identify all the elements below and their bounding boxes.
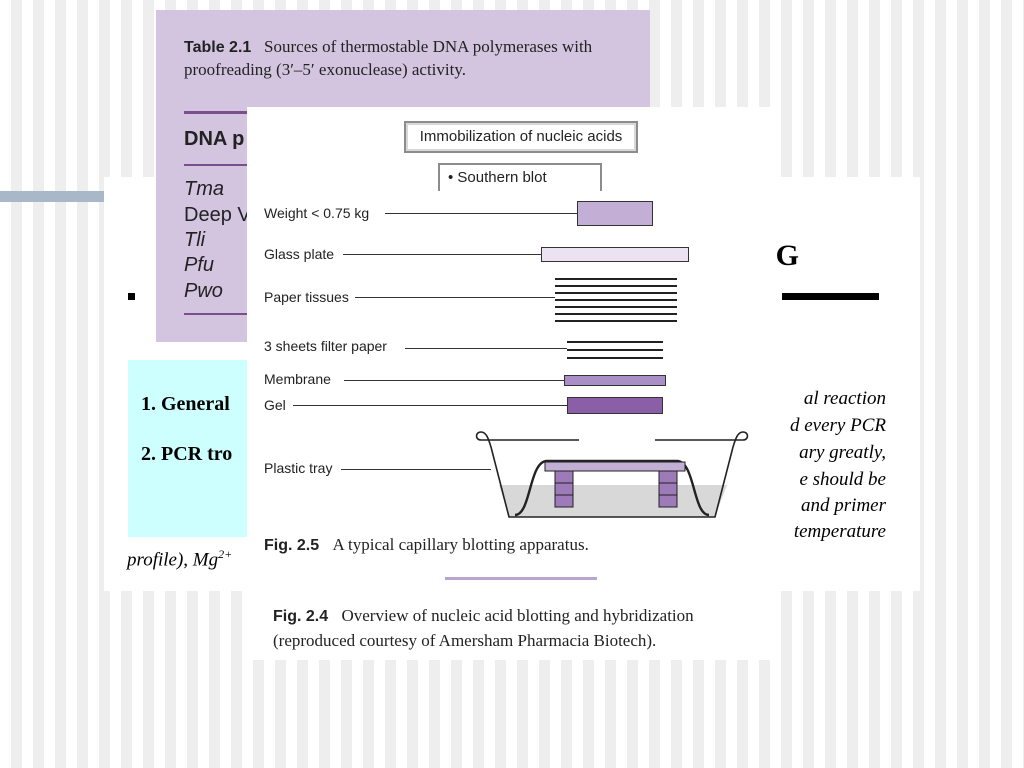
support-platform: [544, 461, 686, 472]
paper-tissue-sheet: [555, 306, 677, 308]
flow-box-southern-blot: • Southern blot: [438, 163, 602, 191]
label-paper-tissues: Paper tissues: [264, 289, 349, 305]
support-leg-right: [658, 470, 678, 508]
paper-tissue-sheet: [555, 285, 677, 287]
figure-2-4-caption-text: Overview of nucleic acid blotting and hy…: [273, 606, 694, 650]
table-caption-text: Sources of thermostable DNA polymerases …: [184, 37, 593, 79]
topic-list-box: 1. General 2. PCR tro: [128, 360, 258, 537]
paper-tissue-sheet: [555, 313, 677, 315]
leader-line: [343, 254, 541, 255]
gel-layer: [567, 397, 663, 414]
table-row: Pwo: [184, 280, 223, 302]
table-row: Pfu: [184, 254, 215, 276]
body-text-line: temperature: [793, 521, 886, 542]
topic-item-general: 1. General: [141, 393, 230, 415]
leader-line: [385, 213, 577, 214]
filter-paper-sheet: [567, 357, 663, 359]
label-gel: Gel: [264, 397, 286, 413]
label-filter-paper: 3 sheets filter paper: [264, 338, 387, 354]
body-text-bottom: profile), Mg2+: [127, 547, 232, 571]
paper-tissue-sheet: [555, 299, 677, 301]
table-row: Tma: [184, 178, 224, 200]
label-plastic-tray: Plastic tray: [264, 460, 333, 476]
heading-underline: [782, 293, 879, 300]
label-weight: Weight < 0.75 kg: [264, 205, 370, 221]
leader-line: [344, 380, 564, 381]
support-leg-left: [554, 470, 574, 508]
table-row: Deep V: [184, 204, 251, 226]
weight-block: [577, 201, 653, 226]
body-text-line: d every PCR: [789, 415, 886, 436]
body-text-line: al reaction: [803, 388, 886, 409]
body-text-line: e should be: [799, 469, 886, 490]
wick-paper: [514, 459, 710, 517]
figure-2-4-caption: Fig. 2.4 Overview of nucleic acid blotti…: [273, 604, 773, 654]
body-text-line: and primer: [801, 495, 886, 516]
leader-line: [293, 405, 567, 406]
body-text-bottom-sup: 2+: [218, 547, 233, 561]
filter-paper-sheet: [567, 341, 663, 343]
glass-plate: [541, 247, 689, 262]
leader-line: [405, 348, 567, 349]
body-text-line: ary greatly,: [799, 442, 886, 463]
paper-tissue-sheet: [555, 292, 677, 294]
figure-divider: [445, 577, 597, 580]
tray-buffer-liquid: [499, 485, 727, 517]
figure-2-5-caption: Fig. 2.5 A typical capillary blotting ap…: [264, 535, 589, 555]
plastic-tray-illustration: [475, 431, 749, 518]
paper-tissue-sheet: [555, 320, 677, 322]
bullet-marker: [128, 293, 135, 300]
figure-card: Immobilization of nucleic acids • Southe…: [247, 107, 777, 660]
label-glass-plate: Glass plate: [264, 246, 335, 262]
table-column-header: DNA p: [184, 128, 245, 150]
table-row: Tli: [184, 229, 206, 251]
figure-2-5-label: Fig. 2.5: [264, 537, 320, 554]
topic-item-pcr: 2. PCR tro: [141, 443, 233, 465]
membrane-layer: [564, 375, 666, 386]
paper-tissue-sheet: [555, 278, 677, 280]
filter-paper-sheet: [567, 349, 663, 351]
label-membrane: Membrane: [264, 371, 331, 387]
figure-2-4-label: Fig. 2.4: [273, 608, 329, 625]
table-label: Table 2.1: [184, 39, 252, 56]
leader-line: [341, 469, 491, 470]
slide-accent-bar: [0, 191, 110, 202]
flow-box-immobilization: Immobilization of nucleic acids: [404, 121, 638, 153]
body-text-bottom-main: profile), Mg: [127, 549, 219, 571]
tray-outline: [475, 431, 749, 518]
table-caption: Table 2.1 Sources of thermostable DNA po…: [184, 36, 624, 81]
leader-line: [355, 297, 555, 298]
figure-2-5-caption-text: A typical capillary blotting apparatus.: [332, 535, 589, 554]
